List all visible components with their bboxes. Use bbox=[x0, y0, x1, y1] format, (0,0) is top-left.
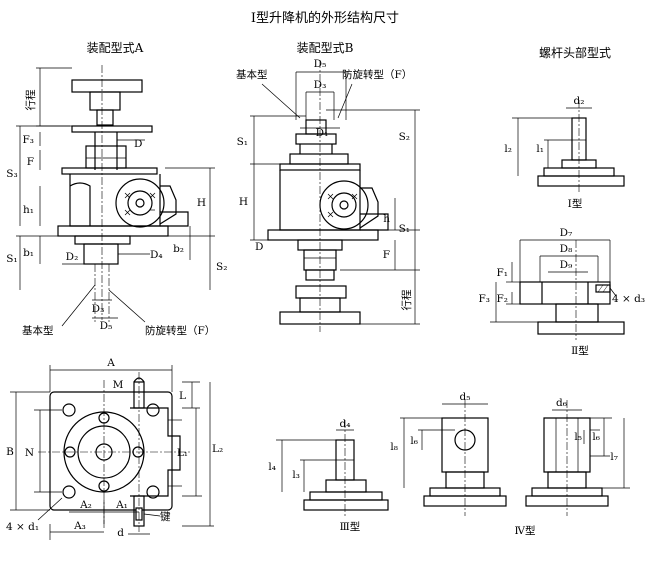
type-iv-l8-label: l₈ bbox=[390, 441, 398, 453]
a-stroke-label: 行程 bbox=[24, 89, 37, 110]
type-ii-label: Ⅱ型 bbox=[571, 344, 589, 357]
assembly-a-view: 行程 S₃ F₃ F h₁ S₁ b₁ D H b₂ S₂ D₂ D₄ D bbox=[6, 65, 227, 337]
type-ii-D9-label: D₉ bbox=[560, 259, 573, 271]
plan-holes-callout: 4 × d₁ bbox=[6, 521, 39, 533]
type-ii-D8-label: D₈ bbox=[560, 243, 573, 255]
a-D2-label: D₂ bbox=[66, 251, 79, 263]
b-H-label: H bbox=[239, 196, 248, 208]
a-basic-callout: 基本型 bbox=[22, 324, 54, 337]
b-stroke-label: 行程 bbox=[400, 289, 413, 310]
plan-A-label: A bbox=[106, 357, 115, 369]
plan-L-label: L bbox=[179, 390, 186, 402]
type-ii-F1-label: F₁ bbox=[497, 267, 509, 279]
heading-assembly-a: 装配型式A bbox=[87, 41, 144, 55]
plan-L2-label: L₂ bbox=[212, 443, 223, 455]
plan-L1-label: L₁ bbox=[177, 447, 188, 459]
type-ii-D7-label: D₇ bbox=[560, 227, 573, 239]
type-i-view: d₂ l₂ l₁ Ⅰ型 bbox=[504, 95, 625, 210]
type-iv-view: d₅ l₈ l₆ d₆ l₅ l₆ l₇ Ⅳ型 bbox=[390, 391, 630, 537]
b-D3-label: D₃ bbox=[314, 79, 327, 91]
type-ii-holes-callout: 4 × d₃ bbox=[612, 293, 645, 305]
plan-A1-label: A₁ bbox=[115, 499, 128, 511]
plan-N-label: N bbox=[25, 447, 34, 459]
a-D4-label: D₄ bbox=[150, 249, 163, 261]
type-iv-l6-label: l₆ bbox=[592, 431, 600, 443]
type-iv-d5-label: d₅ bbox=[460, 391, 471, 403]
assembly-b-view: D₅ D₃ D₁ 基本型 防旋转型（F） S₁ H D S₂ h S₁ F bbox=[236, 58, 420, 332]
type-iii-l3-label: l₃ bbox=[292, 469, 300, 481]
plan-A2-label: A₂ bbox=[79, 499, 92, 511]
plan-key-callout: 键 bbox=[160, 510, 171, 523]
type-ii-F2-label: F₂ bbox=[497, 293, 509, 305]
type-i-d2-label: d₂ bbox=[574, 95, 585, 107]
a-H-label: H bbox=[197, 197, 206, 209]
plan-view: A M L L₁ L₂ B N A₂ A₁ A₃ d bbox=[6, 357, 223, 540]
heading-assembly-b: 装配型式B bbox=[297, 41, 354, 55]
type-ii-F3-label: F₃ bbox=[479, 293, 491, 305]
a-antirotation-callout: 防旋转型（F） bbox=[145, 324, 215, 337]
a-h1-label: h₁ bbox=[23, 204, 34, 216]
b-D-label: D bbox=[255, 241, 263, 253]
type-iv-d6-label: d₆ bbox=[556, 397, 567, 409]
a-S1-label: S₁ bbox=[6, 253, 17, 265]
plan-d-label: d bbox=[117, 527, 124, 539]
type-iii-d4-label: d₄ bbox=[340, 418, 351, 430]
a-D5-label: D₅ bbox=[100, 320, 113, 332]
drawing-title: I型升降机的外形结构尺寸 bbox=[251, 10, 399, 26]
b-D5-label: D₅ bbox=[314, 58, 327, 70]
a-S2-label: S₂ bbox=[216, 261, 227, 273]
b-h-label: h bbox=[383, 213, 390, 225]
type-i-l1-label: l₁ bbox=[536, 143, 544, 155]
b-F-label: F bbox=[383, 249, 390, 261]
type-i-label: Ⅰ型 bbox=[568, 197, 583, 210]
type-iii-label: Ⅲ型 bbox=[340, 520, 361, 533]
b-antirotation-callout: 防旋转型（F） bbox=[342, 68, 412, 81]
type-iv-l6a-label: l₆ bbox=[410, 435, 418, 447]
plan-M-label: M bbox=[113, 379, 124, 391]
b-S1-top-label: S₁ bbox=[237, 136, 248, 148]
a-F-label: F bbox=[27, 156, 34, 168]
a-S3-label: S₃ bbox=[6, 168, 17, 180]
a-F3-label: F₃ bbox=[23, 134, 35, 146]
type-ii-view: D₇ D₈ D₉ F₁ F₃ F₂ 4 × d₃ Ⅱ型 bbox=[479, 227, 646, 357]
a-D3-label: D₃ bbox=[92, 303, 105, 315]
type-iv-l5-label: l₅ bbox=[574, 431, 582, 443]
type-iv-label: Ⅳ型 bbox=[515, 524, 536, 537]
heading-screw-head: 螺杆头部型式 bbox=[539, 45, 611, 60]
type-iii-l4-label: l₄ bbox=[268, 461, 276, 473]
a-b2-label: b₂ bbox=[173, 243, 184, 255]
plan-B-label: B bbox=[6, 446, 14, 458]
b-S1-label: S₁ bbox=[399, 223, 410, 235]
type-iv-l7-label: l₇ bbox=[610, 451, 618, 463]
b-S2-label: S₂ bbox=[399, 131, 410, 143]
plan-A3-label: A₃ bbox=[73, 520, 86, 532]
b-D1-label: D₁ bbox=[316, 127, 329, 139]
a-D-label: D bbox=[134, 138, 142, 150]
b-basic-callout: 基本型 bbox=[236, 68, 268, 81]
type-iii-view: d₄ l₄ l₃ Ⅲ型 bbox=[268, 418, 389, 533]
a-b1-label: b₁ bbox=[23, 247, 34, 259]
type-i-l2-label: l₂ bbox=[504, 143, 512, 155]
